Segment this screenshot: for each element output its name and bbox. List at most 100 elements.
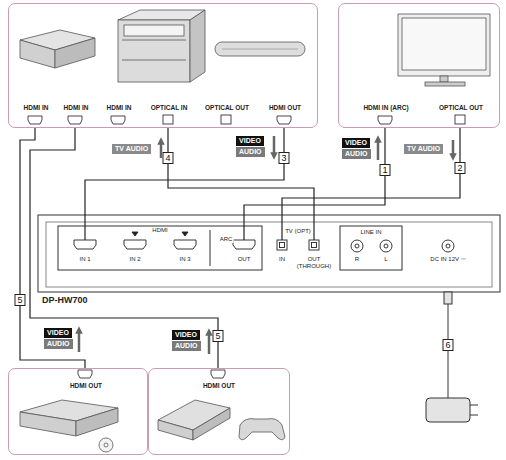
unit-jack <box>309 240 319 250</box>
unit-body <box>210 230 211 266</box>
port-label: HDMI IN <box>24 104 49 111</box>
port-label: L <box>383 256 388 263</box>
main-unit: DP-HW700HDMIIN 1IN 2IN 3ARCOUTTV (OPT)IN… <box>38 215 500 292</box>
console-panel: HDMI OUT <box>148 368 290 455</box>
av-rack <box>190 10 205 82</box>
port-connector <box>221 115 231 124</box>
unit-body <box>340 226 402 270</box>
wire-stub <box>85 215 314 240</box>
port-label: R <box>354 256 360 263</box>
game-console <box>158 420 193 440</box>
unit-jack <box>355 244 359 248</box>
unit-body <box>46 222 492 287</box>
port-connector <box>28 116 42 124</box>
unit-jack <box>132 232 138 236</box>
port-label: IN 3 <box>178 256 191 263</box>
blu-ray-player <box>99 438 113 452</box>
callout-number: 5 <box>14 294 25 306</box>
unit-jack <box>182 232 188 236</box>
callout-number: 5 <box>212 330 223 342</box>
wire-stub <box>243 215 244 240</box>
unit-jack <box>233 240 255 249</box>
signal-tag: VIDEO <box>172 330 200 340</box>
signal-arrow <box>208 332 211 354</box>
power-adapter <box>470 405 478 406</box>
signal-tag: TV AUDIO <box>404 144 443 154</box>
set-top-box <box>55 38 95 68</box>
port-label: OPTICAL OUT <box>439 104 483 111</box>
port-label: TV (OPT) <box>284 228 312 235</box>
unit-body <box>38 215 500 292</box>
device-panel: HDMI INHDMI INHDMI INOPTICAL INOPTICAL O… <box>8 3 318 128</box>
signal-arrow <box>377 139 380 160</box>
port-connector <box>68 116 82 124</box>
signal-arrow <box>79 136 453 354</box>
sound-bar <box>215 42 305 56</box>
port-label: IN 1 <box>78 256 91 263</box>
port-label: HDMI <box>151 227 168 234</box>
cable <box>282 128 460 215</box>
blu-ray-player <box>20 412 76 436</box>
port-label: LINE IN <box>359 229 382 236</box>
blu-ray-player <box>104 443 108 447</box>
wire-stub <box>313 215 314 240</box>
callout-number: 4 <box>162 152 173 164</box>
unit-jack <box>384 244 388 248</box>
unit-jack <box>446 244 450 248</box>
port-label: OPTICAL IN <box>151 104 188 111</box>
port-label: HDMI IN <box>64 104 89 111</box>
power-adapter <box>426 292 478 422</box>
port-label: HDMI OUT <box>70 382 102 389</box>
port-label: IN <box>278 256 286 263</box>
blu-ray-player <box>20 400 118 452</box>
unit-jack <box>312 243 317 248</box>
port-connector <box>455 115 465 124</box>
blu-ray-player <box>76 408 118 436</box>
player-panel: HDMI OUT <box>8 368 148 455</box>
signal-tag: AUDIO <box>342 149 371 159</box>
callout-number: 6 <box>442 339 453 351</box>
signal-arrow <box>273 136 276 156</box>
port-label: DP-HW700 <box>42 296 88 306</box>
tv-set <box>398 14 490 86</box>
unit-body <box>38 215 500 292</box>
callout-number: 2 <box>454 162 465 174</box>
sound-bar <box>222 49 298 50</box>
signal-arrow <box>78 330 81 352</box>
set-top-box <box>20 40 55 68</box>
game-console <box>193 408 230 440</box>
unit-jack <box>380 240 392 252</box>
callout-number: 3 <box>278 152 289 164</box>
unit-body <box>58 226 262 270</box>
tv-set <box>425 82 465 86</box>
set-top-box <box>20 30 95 68</box>
power-adapter <box>426 398 470 422</box>
av-rack <box>124 25 184 36</box>
port-connector <box>277 116 291 124</box>
port-label: DC IN 12V ⎓ <box>429 256 466 263</box>
callout-number: 1 <box>379 164 390 176</box>
unit-jack <box>351 240 363 252</box>
port-label: HDMI OUT <box>269 104 301 111</box>
port-connector <box>78 370 92 378</box>
unit-jack <box>277 240 287 250</box>
signal-tag: AUDIO <box>172 341 201 351</box>
power-adapter <box>470 415 478 416</box>
port-connector <box>211 370 225 378</box>
port-label: HDMI IN (ARC) <box>363 104 408 111</box>
port-connector <box>111 116 125 124</box>
port-connector <box>378 116 392 124</box>
port-label: OPTICAL OUT <box>205 104 249 111</box>
signal-arrow <box>452 140 455 157</box>
unit-jack <box>280 243 285 248</box>
power-adapter <box>444 292 452 304</box>
unit-jack <box>174 240 196 249</box>
wire-stub <box>84 215 85 240</box>
port-label: OUT <box>237 256 252 263</box>
port-connector <box>163 115 173 124</box>
unit-jack <box>124 240 146 249</box>
